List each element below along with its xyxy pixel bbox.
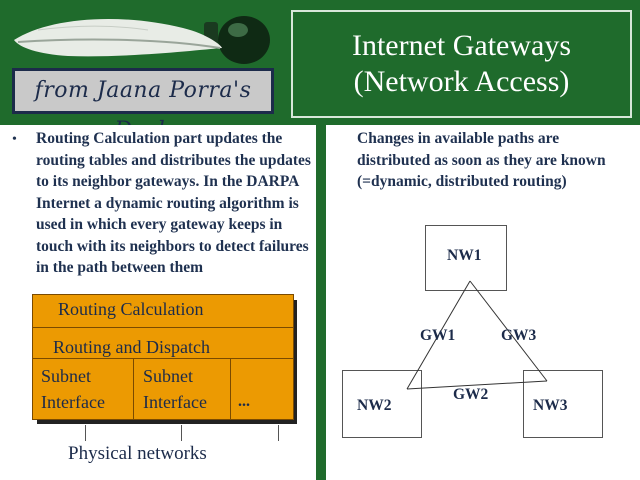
nw1-label: NW1 — [447, 247, 482, 264]
dynamic-routing-description: Changes in available paths are distribut… — [357, 130, 606, 190]
subnet-interface-1-line1: Subnet — [41, 366, 92, 386]
subnet-interface-2-line1: Subnet — [143, 366, 194, 386]
network-line — [85, 425, 86, 441]
subnet-interface-1-line2: Interface — [41, 392, 105, 412]
gateway-software-stack: Routing Calculation Routing and Dispatch… — [32, 294, 294, 420]
subnet-interface-1: Subnet Interface — [41, 363, 105, 415]
bullet-marker: • — [12, 132, 17, 147]
subnet-interface-2-line2: Interface — [143, 392, 207, 412]
title-line-1: Internet Gateways — [351, 29, 572, 62]
layer-divider — [33, 327, 293, 328]
nw3-label: NW3 — [533, 397, 568, 414]
gw1-link — [406, 280, 471, 390]
nw2-box — [342, 370, 422, 438]
subnet-interface-2: Subnet Interface — [143, 363, 207, 415]
layer-divider — [33, 358, 293, 359]
network-line — [278, 425, 279, 441]
page-title: Internet Gateways (Network Access) — [291, 10, 632, 118]
title-line-2: (Network Access) — [353, 65, 570, 98]
gw2-label: GW2 — [453, 386, 489, 403]
routing-calculation-description: Routing Calculation part updates the rou… — [36, 130, 311, 276]
gw2-link — [406, 380, 548, 390]
routing-calculation-layer: Routing Calculation — [58, 299, 204, 319]
subnet-divider — [230, 358, 231, 420]
gw3-link — [469, 280, 548, 382]
gw3-label: GW3 — [501, 327, 537, 344]
more-interfaces-ellipsis: ... — [238, 393, 250, 410]
nw1-box — [425, 225, 507, 291]
logo-panel: from Jaana Porra's Desk — [8, 8, 278, 143]
network-line — [181, 425, 182, 441]
nw2-label: NW2 — [357, 397, 392, 414]
subnet-divider — [133, 358, 134, 420]
gw1-label: GW1 — [420, 327, 456, 344]
quill-and-inkwell-icon — [14, 16, 270, 64]
physical-networks-label: Physical networks — [68, 443, 207, 464]
routing-dispatch-layer: Routing and Dispatch — [53, 337, 210, 357]
